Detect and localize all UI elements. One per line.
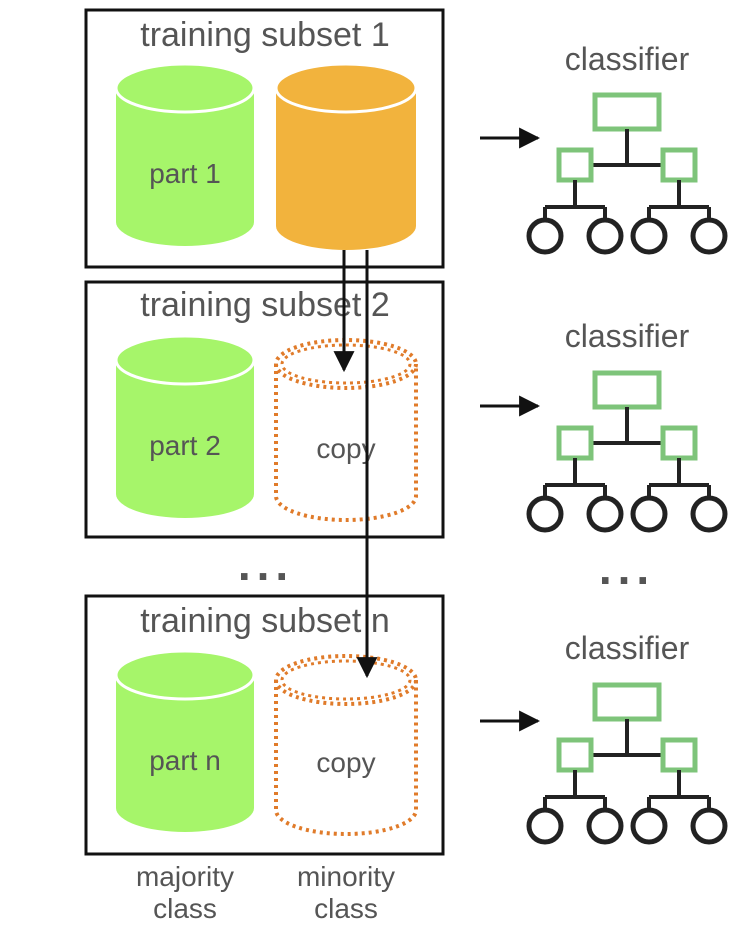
footer-minority-line2: class [314, 893, 378, 924]
majority-label-n: part n [149, 745, 221, 776]
subset-1-title: training subset 1 [140, 16, 390, 54]
decision-tree-icon [529, 373, 725, 530]
footer-minority-line1: minority [297, 861, 395, 892]
subset-2-frame [84, 280, 445, 539]
subset-ellipsis: ... [238, 538, 294, 590]
majority-label-2: part 2 [149, 430, 221, 461]
classifier-2: classifier [529, 318, 725, 530]
footer-majority-line1: majority [136, 861, 234, 892]
subset-n-frame [84, 594, 445, 856]
classifier-1: classifier [529, 41, 725, 252]
majority-cylinder-1: part 1 [114, 62, 256, 246]
majority-cylinder-2: part 2 [114, 334, 256, 518]
training-subset-2: training subset 2 part 2 copy [84, 280, 445, 539]
classifier-n: classifier [529, 630, 725, 842]
decision-tree-icon [529, 685, 725, 842]
subset-1-frame [84, 8, 445, 269]
training-subset-1: training subset 1 part 1 [84, 8, 445, 269]
training-subset-n: training subset n part n copy [84, 594, 445, 856]
decision-tree-icon [529, 95, 725, 252]
minority-copy-cylinder-n: copy [274, 654, 418, 836]
minority-copy-cylinder-2: copy [274, 338, 418, 522]
majority-label-1: part 1 [149, 158, 221, 189]
classifier-1-label: classifier [565, 41, 690, 77]
subset-2-title: training subset 2 [140, 286, 390, 324]
minority-label-n: copy [316, 747, 375, 778]
subset-n-title: training subset n [140, 602, 390, 640]
classifier-n-label: classifier [565, 630, 690, 666]
classifier-2-label: classifier [565, 318, 690, 354]
minority-cylinder-1 [274, 62, 418, 250]
majority-cylinder-n: part n [114, 649, 256, 832]
classifier-ellipsis: ... [599, 542, 655, 594]
footer-majority-line2: class [153, 893, 217, 924]
